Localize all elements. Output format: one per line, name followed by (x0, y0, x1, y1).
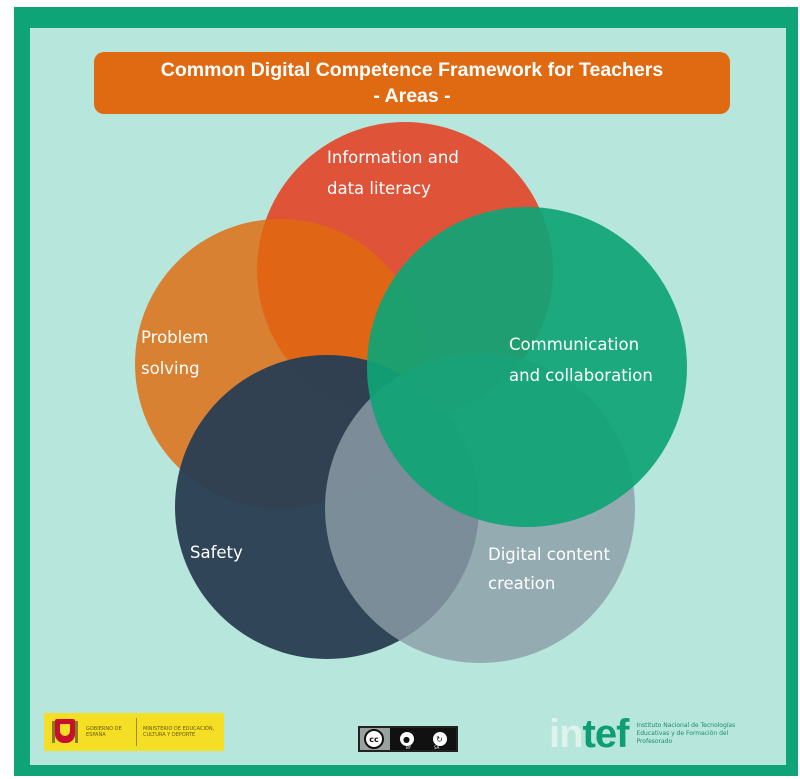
label-problem-line-1: Problem (141, 328, 208, 347)
intef-word-in: in (549, 712, 584, 756)
intef-wordmark: intef (549, 712, 630, 756)
cc-sa-label: SA (434, 745, 440, 750)
title-line-1: Common Digital Competence Framework for … (160, 59, 664, 81)
label-information: Information and data literacy (327, 148, 464, 198)
label-information-line-1: Information and (327, 148, 459, 167)
label-communication-line-2: and collaboration (509, 366, 653, 385)
license-terms: ● ↻ BY SA (390, 728, 456, 750)
circle-communication (367, 207, 687, 527)
government-logo: Gobierno de España Ministerio de Educaci… (44, 713, 224, 751)
cc-icon: cc (364, 729, 384, 749)
label-problem-solving: Problem solving (141, 328, 214, 378)
label-information-line-2: data literacy (327, 179, 431, 198)
intef-word-tef: tef (582, 712, 630, 756)
intef-logo: intef Instituto Nacional de Tecnologías … (549, 712, 779, 756)
cc-by-label: BY (406, 745, 411, 750)
government-text: Gobierno de España (86, 726, 122, 738)
attribution-icon: ● (399, 732, 414, 746)
label-communication: Communication and collaboration (509, 335, 653, 385)
intef-description: Instituto Nacional de Tecnologías Educat… (636, 722, 736, 745)
title-banner: Common Digital Competence Framework for … (94, 52, 730, 114)
ministry-text: Ministerio de Educación, Cultura y Depor… (143, 726, 215, 738)
label-safety-line-1: Safety (190, 543, 243, 562)
label-communication-line-1: Communication (509, 335, 639, 354)
label-safety: Safety (190, 543, 243, 562)
label-problem-line-2: solving (141, 359, 200, 378)
share-alike-icon: ↻ (432, 732, 447, 746)
label-content-line-1: Digital content (488, 545, 610, 564)
coat-of-arms-icon (52, 717, 78, 747)
label-digital-content: Digital content creation (488, 545, 615, 593)
creative-commons-badge[interactable]: cc ● ↻ BY SA (358, 726, 458, 752)
title-line-2: - Areas - (373, 85, 451, 107)
logo-divider (136, 718, 137, 746)
label-content-line-2: creation (488, 574, 555, 593)
